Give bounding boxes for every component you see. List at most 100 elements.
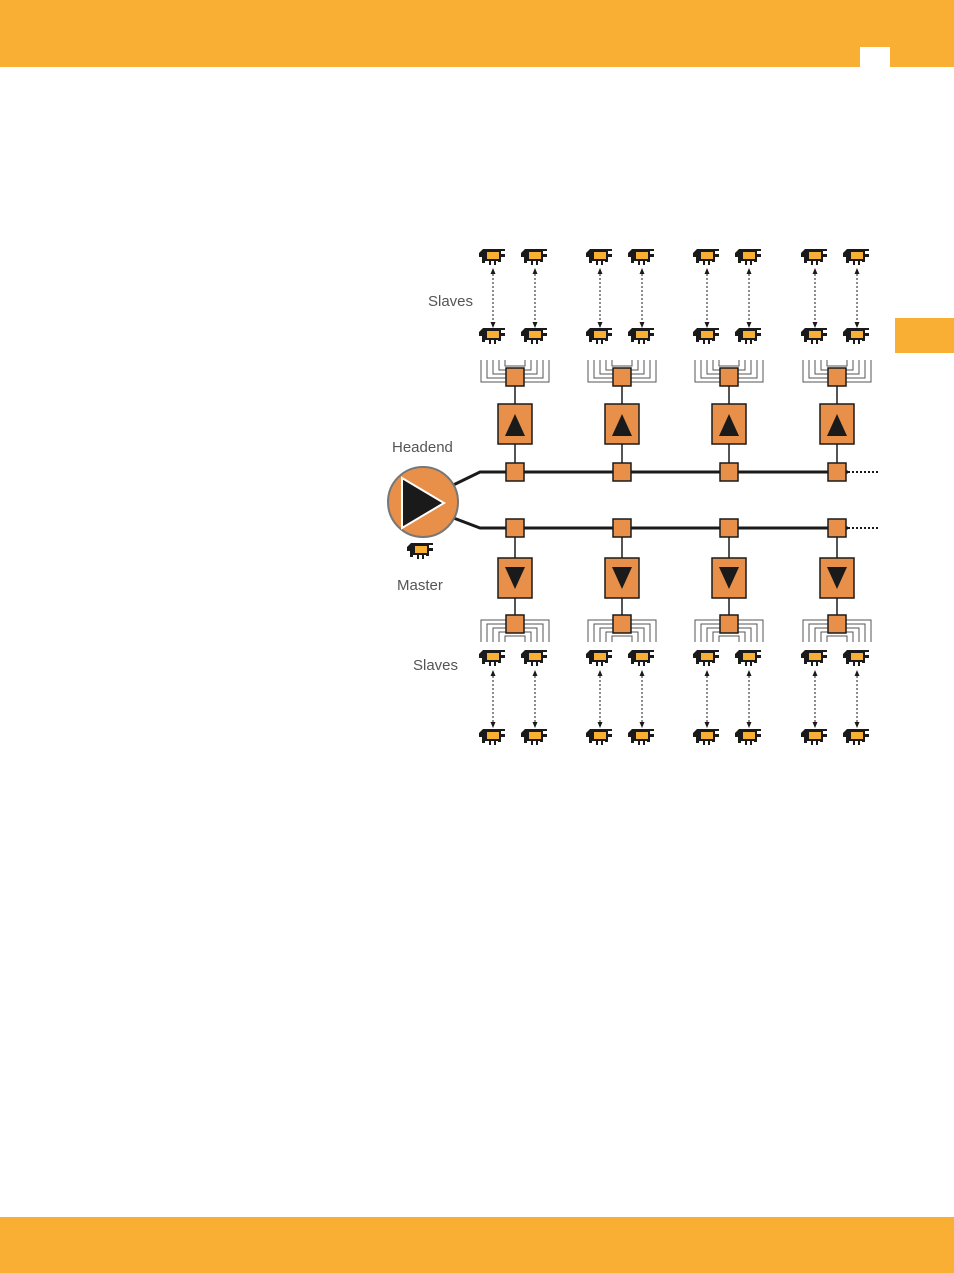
arrow-head (705, 670, 710, 676)
lower-bus-tap (613, 519, 631, 537)
network-diagram: Slaves Headend Master Slaves (380, 240, 900, 760)
arrow-head (533, 670, 538, 676)
headend-label: Headend (392, 439, 453, 456)
slave-device-icon (521, 650, 547, 666)
fan-line (719, 636, 739, 642)
upper-tap-box (613, 368, 631, 386)
slave-device-icon (843, 650, 869, 666)
arrow-head (598, 722, 603, 728)
slaves-top-label: Slaves (428, 293, 473, 310)
network-nodes (498, 368, 854, 633)
lower-tap-box (613, 615, 631, 633)
slave-device-icon (843, 729, 869, 745)
header-band (0, 0, 954, 67)
upper-tap-box (506, 368, 524, 386)
arrow-head (705, 268, 710, 274)
slave-device-icon (693, 249, 719, 265)
lower-bus-tap (720, 519, 738, 537)
chapter-tab (895, 318, 954, 353)
slave-device-icon (735, 249, 761, 265)
upper-tap-box (720, 368, 738, 386)
slave-device-icon (801, 328, 827, 344)
arrow-head (855, 722, 860, 728)
arrow-head (705, 322, 710, 328)
arrow-head (813, 322, 818, 328)
upper-bus-tap (613, 463, 631, 481)
slave-device-icon (801, 650, 827, 666)
lower-trunk-line (443, 514, 848, 528)
lower-tap-box (506, 615, 524, 633)
arrow-head (747, 268, 752, 274)
slave-device-icon (735, 650, 761, 666)
arrow-head (640, 322, 645, 328)
arrow-head (747, 322, 752, 328)
master-label: Master (397, 577, 443, 594)
fan-line (505, 636, 525, 642)
arrow-head (813, 722, 818, 728)
slave-device-icon (586, 729, 612, 745)
arrow-head (533, 722, 538, 728)
slave-device-icon (586, 249, 612, 265)
lower-tap-box (720, 615, 738, 633)
lower-tap-box (828, 615, 846, 633)
slave-device-icon (479, 249, 505, 265)
arrow-head (747, 722, 752, 728)
arrow-head (533, 322, 538, 328)
upper-tap-box (828, 368, 846, 386)
arrow-head (855, 322, 860, 328)
arrow-head (491, 670, 496, 676)
slaves-bottom-label: Slaves (413, 657, 458, 674)
arrow-head (705, 722, 710, 728)
slave-device-icon (693, 650, 719, 666)
slave-device-icon (843, 328, 869, 344)
fan-line (827, 360, 847, 366)
slave-device-icon (586, 650, 612, 666)
headend-node (388, 467, 458, 537)
slave-device-icon (479, 729, 505, 745)
upper-bus-tap (720, 463, 738, 481)
slave-device-icon (628, 729, 654, 745)
arrow-head (855, 670, 860, 676)
upper-trunk-line (443, 472, 848, 490)
arrow-head (640, 722, 645, 728)
arrow-head (640, 268, 645, 274)
master-device-icon (407, 543, 433, 559)
slave-device-icon (693, 729, 719, 745)
upper-bus-tap (828, 463, 846, 481)
slave-device-icon (479, 650, 505, 666)
slave-device-icon (628, 650, 654, 666)
slave-device-icon (628, 249, 654, 265)
slave-device-icon (843, 249, 869, 265)
fan-line (719, 360, 739, 366)
arrow-head (491, 268, 496, 274)
fan-line (612, 360, 632, 366)
arrow-head (813, 670, 818, 676)
arrow-head (533, 268, 538, 274)
arrow-head (491, 722, 496, 728)
fan-line (827, 636, 847, 642)
arrow-head (855, 268, 860, 274)
slave-device-icon (693, 328, 719, 344)
fan-line (505, 360, 525, 366)
slave-device-icon (801, 249, 827, 265)
arrow-head (598, 670, 603, 676)
slave-devices (479, 249, 869, 745)
footer-band (0, 1217, 954, 1273)
arrow-head (813, 268, 818, 274)
slave-device-icon (521, 729, 547, 745)
slave-device-icon (735, 729, 761, 745)
slave-device-icon (586, 328, 612, 344)
slave-device-icon (735, 328, 761, 344)
page-marker (860, 47, 890, 67)
slave-device-icon (628, 328, 654, 344)
arrow-head (598, 322, 603, 328)
lower-bus-tap (506, 519, 524, 537)
slave-device-icon (801, 729, 827, 745)
arrow-head (640, 670, 645, 676)
arrow-head (491, 322, 496, 328)
fan-line (612, 636, 632, 642)
slave-device-icon (521, 328, 547, 344)
arrow-head (747, 670, 752, 676)
upper-bus-tap (506, 463, 524, 481)
lower-bus-tap (828, 519, 846, 537)
